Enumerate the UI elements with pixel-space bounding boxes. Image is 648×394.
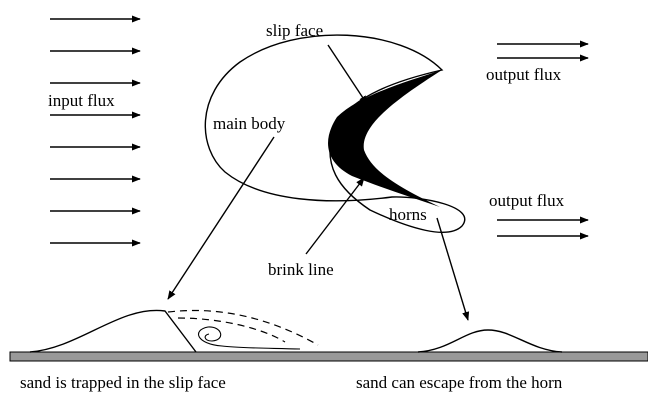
slip-face-label: slip face [266, 21, 323, 40]
output-flux-top-label: output flux [486, 65, 562, 84]
separation-streamline [168, 310, 318, 345]
input-flux-arrows [50, 19, 140, 243]
horn-profile [418, 330, 562, 352]
horns-label: horns [389, 205, 427, 224]
recirculation-vortex [199, 327, 300, 349]
ground [10, 352, 648, 361]
main-body-label: main body [213, 114, 286, 133]
output-flux-bottom-label: output flux [489, 191, 565, 210]
input-flux-label: input flux [48, 91, 115, 110]
caption-right: sand can escape from the horn [356, 373, 563, 392]
horns-pointer [437, 218, 468, 320]
brink-line-label: brink line [268, 260, 334, 279]
dune-profile [30, 310, 196, 352]
recirculation-streamline [178, 318, 285, 342]
caption-left: sand is trapped in the slip face [20, 373, 226, 392]
